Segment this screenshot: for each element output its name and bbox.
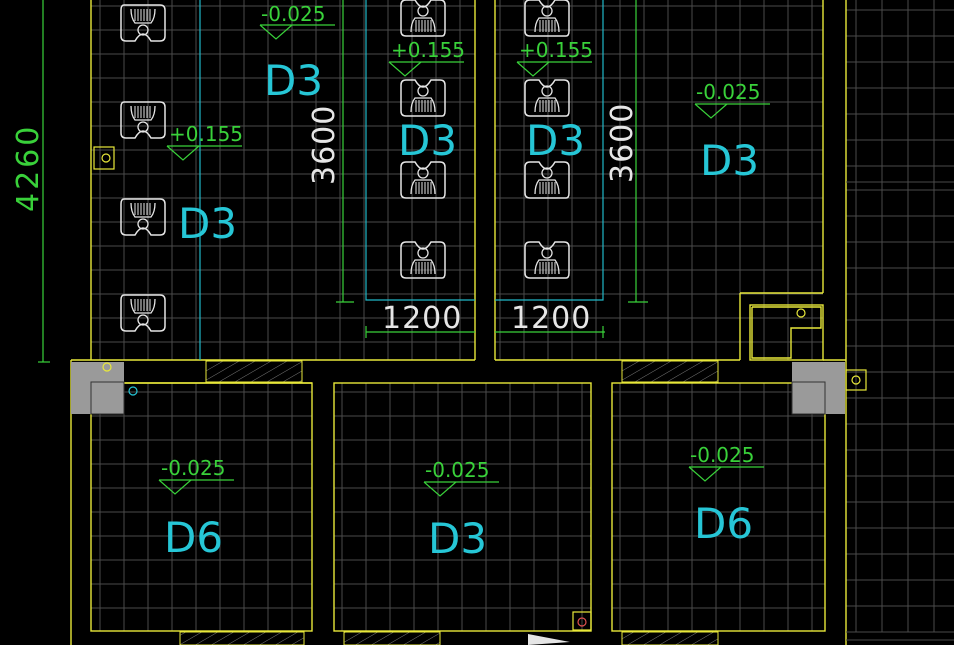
dim-left-height: 4260 [11, 124, 46, 212]
dim-stall-width-a: 1200 [382, 301, 462, 336]
elevation-marker-icon [388, 61, 465, 77]
room-code: D3 [526, 116, 585, 165]
floor-drains [93, 146, 867, 645]
toilet-fixtures [120, 0, 570, 332]
elevation-text: -0.025 [425, 458, 489, 482]
squat-toilet-icon [120, 198, 166, 236]
room-code: D3 [264, 56, 323, 105]
squat-toilet-icon [120, 101, 166, 139]
dim-stall-depth-b: 3600 [605, 103, 640, 183]
elevation-markers [158, 24, 771, 497]
squat-toilet-icon [524, 241, 570, 279]
elevation-text: -0.025 [161, 456, 225, 480]
squat-toilet-icon [120, 4, 166, 42]
room-code: D3 [428, 514, 487, 563]
right-hall-lines [846, 181, 954, 641]
stall-outlines [199, 0, 604, 360]
room-codes: D3 D3 D3 D3 D3 D6 D3 D6 [164, 56, 759, 563]
elevation-marker-icon [688, 466, 765, 482]
room-code: D6 [694, 499, 753, 548]
elevation-labels: -0.025 +0.155 +0.155 +0.155 -0.025 -0.02… [161, 2, 760, 482]
floor-drain-icon [93, 146, 115, 170]
room-code: D3 [700, 136, 759, 185]
squat-toilet-icon [400, 241, 446, 279]
elevation-marker-icon [694, 103, 771, 119]
elevation-text: +0.155 [169, 122, 243, 146]
squat-toilet-icon [400, 79, 446, 117]
floor-drain-icon [796, 308, 806, 318]
dimension-lines [38, 0, 648, 363]
squat-toilet-icon [524, 161, 570, 199]
tile-grid [91, 0, 954, 632]
floor-drain-icon [572, 611, 592, 631]
elevation-marker-icon [259, 24, 336, 40]
elevation-text: -0.025 [690, 443, 754, 467]
elevation-text: -0.025 [261, 2, 325, 26]
floor-drain-icon [102, 362, 112, 372]
elevation-marker-icon [516, 61, 593, 77]
elevation-marker-icon [166, 145, 243, 161]
dim-stall-depth-a: 3600 [307, 105, 342, 185]
dim-stall-width-b: 1200 [511, 301, 591, 336]
room-code: D6 [164, 513, 223, 562]
walls [70, 0, 847, 645]
door-thresholds [179, 360, 719, 645]
room-code: D3 [398, 116, 457, 165]
squat-toilet-icon [524, 0, 570, 37]
squat-toilet-icon [524, 79, 570, 117]
elevation-text: +0.155 [519, 38, 593, 62]
structural-columns [71, 362, 845, 415]
squat-toilet-icon [120, 294, 166, 332]
room-code: D3 [178, 199, 237, 248]
elevation-text: -0.025 [696, 80, 760, 104]
door-swing-icon [528, 634, 570, 645]
squat-toilet-icon [400, 161, 446, 199]
floor-drain-icon [845, 369, 867, 391]
floor-drain-icon [128, 386, 138, 396]
squat-toilet-icon [400, 0, 446, 37]
elevation-text: +0.155 [391, 38, 465, 62]
